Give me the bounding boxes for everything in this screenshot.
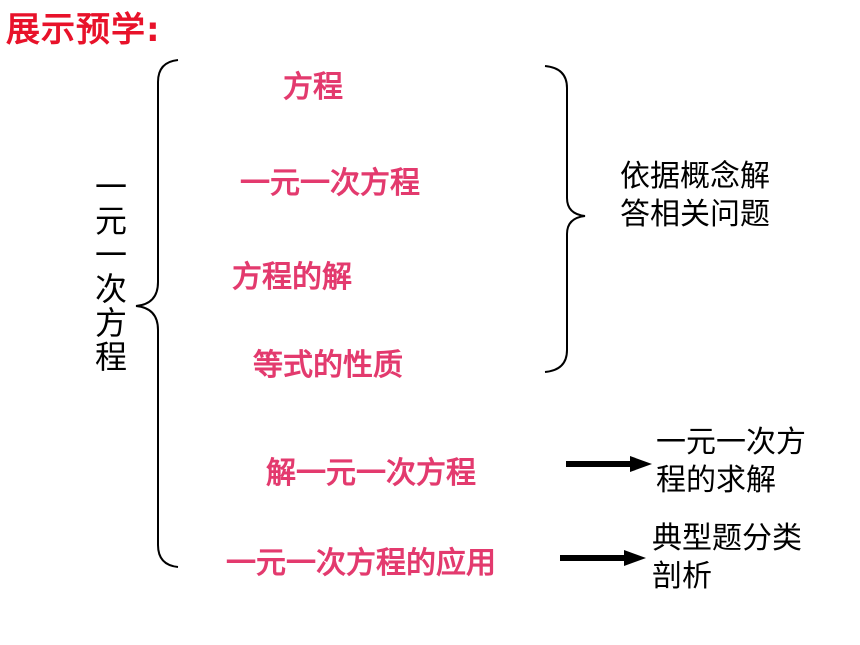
topic-equality-properties: 等式的性质	[253, 348, 403, 383]
topic-solve-linear-equation: 解一元一次方程	[266, 456, 476, 491]
right-brace	[544, 65, 586, 373]
note-concepts-line-1: 依据概念解	[620, 159, 770, 194]
note-solving-line-1: 一元一次方	[656, 425, 806, 460]
note-application-line-2: 剖析	[652, 559, 712, 594]
note-concepts: 依据概念解 答相关问题	[620, 158, 770, 234]
topic-linear-equation: 一元一次方程	[240, 166, 420, 201]
topic-equation: 方程	[283, 70, 343, 105]
left-brace	[135, 59, 179, 568]
note-application: 典型题分类 剖析	[652, 520, 802, 596]
note-solving: 一元一次方 程的求解	[656, 424, 806, 500]
note-concepts-line-2: 答相关问题	[620, 197, 770, 232]
root-topic-label: 一元一次方程	[90, 170, 128, 374]
topic-linear-equation-application: 一元一次方程的应用	[226, 546, 496, 581]
page-title: 展示预学:	[6, 10, 161, 50]
arrow-application-head	[624, 550, 646, 566]
note-application-line-1: 典型题分类	[652, 521, 802, 556]
arrow-solving-head	[630, 456, 652, 472]
topic-equation-solution: 方程的解	[232, 260, 352, 295]
note-solving-line-2: 程的求解	[656, 463, 776, 498]
